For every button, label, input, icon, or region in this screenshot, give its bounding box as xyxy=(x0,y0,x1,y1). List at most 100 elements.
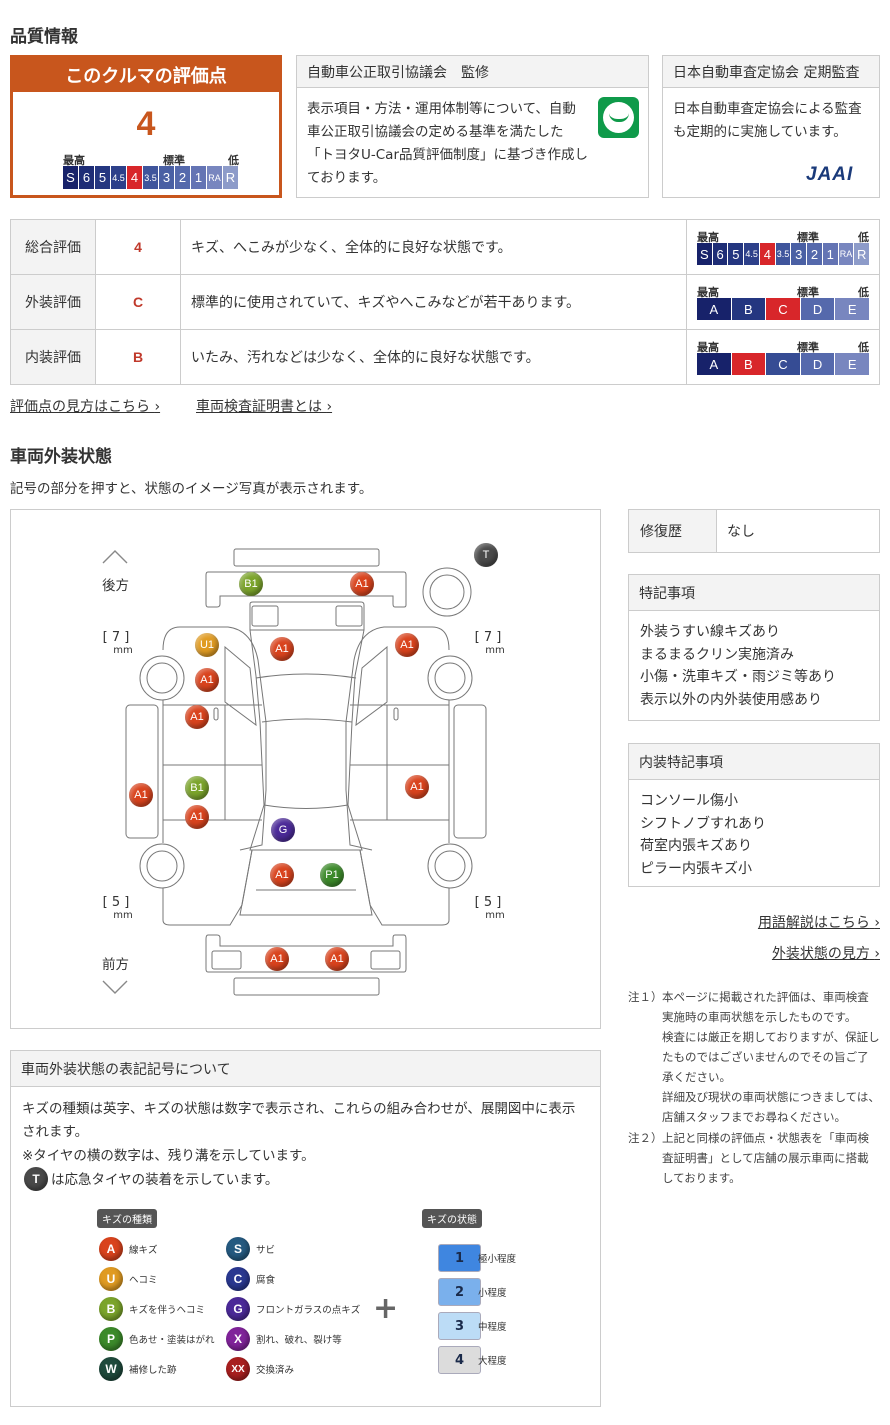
scale-cell: A xyxy=(697,353,731,375)
damage-level-box: 4 xyxy=(438,1346,481,1374)
damage-marker[interactable]: U1 xyxy=(195,633,219,657)
scale-cell: 1 xyxy=(191,166,206,189)
damage-marker[interactable]: A1 xyxy=(270,863,294,887)
scale-cell: 2 xyxy=(175,166,190,189)
damage-level-box: 2 xyxy=(438,1278,481,1306)
note-1-label: 注１） xyxy=(628,990,663,1004)
jftc-text: 表示項目・方法・運用体制等について、自動車公正取引協議会の定める基準を満たした「… xyxy=(307,101,589,186)
spare-tire-badge: T xyxy=(24,1167,48,1191)
damage-marker[interactable]: P1 xyxy=(320,863,344,887)
grade-value: C xyxy=(95,274,181,330)
damage-level-box: 1 xyxy=(438,1244,481,1272)
scroll-down-button[interactable] xyxy=(103,973,127,993)
score-box-header: このクルマの評価点 xyxy=(13,58,279,92)
scale-high-label: 最高 xyxy=(697,231,719,244)
damage-type-badge: C xyxy=(226,1267,250,1291)
scale-cell: RA xyxy=(207,166,222,189)
front-label: 前方 xyxy=(102,957,129,973)
how-to-read-link-label: 評価点の見方はこちら xyxy=(10,399,150,415)
note-2-label: 注２） xyxy=(628,1131,663,1145)
damage-marker[interactable]: A1 xyxy=(265,947,289,971)
scale-low-label: 低 xyxy=(228,154,239,167)
damage-marker[interactable]: A1 xyxy=(270,637,294,661)
scale-std-label: 標準 xyxy=(797,286,819,299)
scale-cell: 4.5 xyxy=(744,243,759,265)
scale-cell: E xyxy=(835,298,869,320)
damage-type-badge: XX xyxy=(226,1357,250,1381)
scale-cell: 5 xyxy=(95,166,110,189)
scale-cell: 3.5 xyxy=(143,166,158,189)
tread-unit: mm xyxy=(113,910,133,921)
damage-marker[interactable]: A1 xyxy=(185,705,209,729)
tread-value: 7 xyxy=(111,630,121,645)
note-1-line: 詳細及び現状の車両状態につきましては、店舗スタッフまでお尋ねください。 xyxy=(662,1090,880,1124)
special-notes: 特記事項 外装うすい線キズありまるまるクリン実施済み小傷・洗車キズ・雨ジミ等あり… xyxy=(628,574,880,721)
damage-marker[interactable]: B1 xyxy=(185,776,209,800)
legend-box: 車両外装状態の表記記号について キズの種類は英字、キズの状態は数字で表示され、こ… xyxy=(10,1050,601,1407)
damage-marker[interactable]: B1 xyxy=(239,572,263,596)
damage-type-label: 腐食 xyxy=(256,1275,276,1286)
glossary-link[interactable]: 用語解説はこちら › xyxy=(758,912,880,932)
scale-low-label: 低 xyxy=(858,286,869,299)
damage-marker[interactable]: A1 xyxy=(325,947,349,971)
scale-cell: C xyxy=(766,298,800,320)
certificate-link[interactable]: 車両検査証明書とは › xyxy=(196,396,332,416)
grade-value: 4 xyxy=(95,219,181,275)
damage-type-label: 線キズ xyxy=(129,1245,158,1256)
note-1-line: 検査には厳正を期しておりますが、保証したものではございませんのでその旨ご了承くだ… xyxy=(662,1030,880,1084)
damage-type-badge: S xyxy=(226,1237,250,1261)
chevron-right-icon: › xyxy=(874,946,880,962)
scale-cell: D xyxy=(800,353,835,375)
damage-marker[interactable]: A1 xyxy=(195,668,219,692)
jaai-logo: JAAI xyxy=(806,164,854,185)
scale-cell: RA xyxy=(838,243,854,265)
spare-tire-marker[interactable]: T xyxy=(474,543,498,567)
grade-value: B xyxy=(95,329,181,385)
scale-std-label: 標準 xyxy=(797,341,819,354)
jaai-box: 日本自動車査定協会 定期監査 日本自動車査定協会による監査も定期的に実施していま… xyxy=(662,55,880,198)
damage-marker[interactable]: A1 xyxy=(405,775,429,799)
exterior-title: 車両外装状態 xyxy=(10,447,112,467)
exterior-guide-link[interactable]: 外装状態の見方 › xyxy=(772,943,880,963)
damage-marker[interactable]: G xyxy=(271,818,295,842)
damage-level-box: 3 xyxy=(438,1312,481,1340)
jftc-box: 自動車公正取引協議会 監修 表示項目・方法・運用体制等について、自動車公正取引協… xyxy=(296,55,649,198)
types-title: キズの種類 xyxy=(97,1209,157,1228)
damage-marker[interactable]: A1 xyxy=(350,572,374,596)
tread-unit: mm xyxy=(485,910,505,921)
grade-description: いたみ、汚れなどは少なく、全体的に良好な状態です。 xyxy=(180,329,687,385)
damage-type-badge: P xyxy=(99,1327,123,1351)
scale-cell: C xyxy=(766,353,800,375)
damage-marker[interactable]: A1 xyxy=(395,633,419,657)
damage-type-badge: X xyxy=(226,1327,250,1351)
tread-value: 7 xyxy=(483,630,493,645)
legend-line-1: キズの種類は英字、キズの状態は数字で表示され、これらの組み合わせが、展開図中に表… xyxy=(22,1101,576,1140)
repair-history-label: 修復歴 xyxy=(629,510,717,552)
damage-type-badge: B xyxy=(99,1297,123,1321)
damage-type-label: 色あせ・塗装はがれ xyxy=(129,1335,215,1346)
tread-value: 5 xyxy=(111,895,121,910)
scale-std-label: 標準 xyxy=(163,154,185,167)
scale-high-label: 最高 xyxy=(697,286,719,299)
how-to-read-link[interactable]: 評価点の見方はこちら › xyxy=(10,396,160,416)
repair-history: 修復歴 なし xyxy=(628,509,880,553)
certificate-link-label: 車両検査証明書とは xyxy=(196,399,322,415)
scale-cell: 4 xyxy=(127,166,142,189)
note-item: コンソール傷小 xyxy=(640,793,738,809)
scale-high-label: 最高 xyxy=(697,341,719,354)
fair-trade-logo-icon xyxy=(598,97,639,138)
chevron-right-icon: › xyxy=(154,399,161,415)
chevron-right-icon: › xyxy=(326,399,333,415)
note-2: 注２） 上記と同様の評価点・状態表を「車両検査証明書」として店舗の展示車両に搭載… xyxy=(628,1128,880,1188)
scale-cell: R xyxy=(223,166,238,189)
damage-marker[interactable]: A1 xyxy=(185,805,209,829)
damage-level-label: 極小程度 xyxy=(478,1254,517,1265)
scroll-up-button[interactable] xyxy=(103,547,127,567)
interior-notes-title: 内装特記事項 xyxy=(629,744,879,780)
interior-notes-list: コンソール傷小シフトノブすれあり荷室内張キズありピラー内張キズ小 xyxy=(629,780,879,890)
interior-notes: 内装特記事項 コンソール傷小シフトノブすれあり荷室内張キズありピラー内張キズ小 xyxy=(628,743,880,887)
damage-marker[interactable]: A1 xyxy=(129,783,153,807)
special-notes-list: 外装うすい線キズありまるまるクリン実施済み小傷・洗車キズ・雨ジミ等あり表示以外の… xyxy=(629,611,879,721)
